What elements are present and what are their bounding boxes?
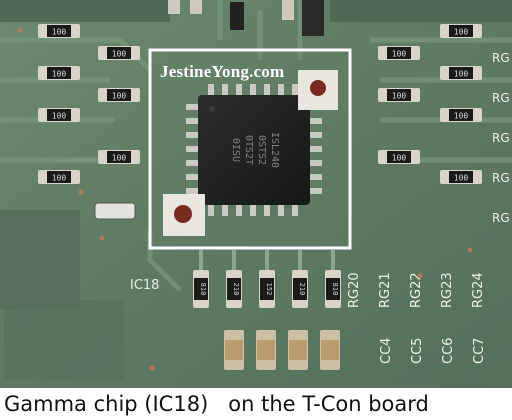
cc-label-1: CC4 [379,338,394,364]
chip-marking-line-2: 0STS2 [256,135,267,165]
cc-label-4: CC7 [472,338,487,364]
svg-text:100: 100 [454,112,469,121]
small-chip-left [94,202,136,220]
resistor-left-1: 100 [38,24,80,38]
resistor-bottom-5: 810 [325,250,341,308]
svg-text:210: 210 [232,283,240,296]
resistor-bottom-1: 810 [193,250,209,308]
cc-silkscreen-labels: CC4 CC5 CC6 CC7 [379,338,487,364]
edge-label-1: RG [492,51,510,65]
svg-text:810: 810 [199,283,207,296]
svg-text:100: 100 [454,28,469,37]
resistor-left-7: 100 [38,170,80,184]
capacitor-bottom-2 [256,330,276,370]
resistor-right-4: 100 [378,88,420,102]
chip-pin1-dot [209,106,215,112]
svg-text:100: 100 [112,92,127,101]
right-edge-labels: RG RG RG RG RG [492,51,510,225]
rg-label-5: RG24 [471,272,486,308]
bottom-resistor-row: 810 210 152 210 810 [193,250,341,308]
chip-marking-line-1: ISL240 [269,132,280,168]
resistor-right-5: 100 [440,108,482,122]
resistor-right-3: 100 [440,66,482,80]
chip-marking-line-4: 0ISU [230,138,241,162]
rg-label-3: RG22 [409,272,424,308]
cc-label-2: CC5 [410,338,425,364]
capacitor-bottom-1 [224,330,244,370]
mounting-hole-top-right [298,70,338,110]
svg-text:210: 210 [298,283,306,296]
resistor-left-6: 100 [98,150,140,164]
dark-board-strip [4,300,124,380]
resistor-bottom-2: 210 [226,250,242,308]
gamma-chip-body [198,95,310,205]
mounting-hole-bottom-left [163,194,205,236]
bottom-capacitor-row [224,330,340,370]
resistor-left-3: 100 [38,66,80,80]
left-resistor-column: 100 100 100 100 100 100 100 [38,24,140,184]
right-resistor-column: 100 100 100 100 100 100 100 [378,24,482,184]
top-left-strip [0,0,170,22]
resistor-right-6: 100 [378,150,420,164]
edge-label-5: RG [492,211,510,225]
svg-text:100: 100 [392,154,407,163]
chip-marking: ISL240 0STS2 0TS2T 0ISU [230,132,280,168]
edge-label-3: RG [492,131,510,145]
svg-text:100: 100 [454,70,469,79]
capacitor-bottom-3 [288,330,308,370]
resistor-bottom-4: 210 [292,250,308,308]
edge-label-4: RG [492,171,510,185]
rg-silkscreen-labels: RG20 RG21 RG22 RG23 RG24 [347,272,486,308]
watermark-logo: JestineYong.com [160,62,285,81]
svg-text:100: 100 [52,174,67,183]
resistor-right-2: 100 [378,46,420,60]
resistor-right-1: 100 [440,24,482,38]
resistor-left-5: 100 [38,108,80,122]
edge-label-2: RG [492,91,510,105]
capacitor-bottom-4 [320,330,340,370]
svg-text:100: 100 [52,28,67,37]
ic18-silkscreen-label: IC18 [130,278,159,293]
cc-label-3: CC6 [441,338,456,364]
rg-label-4: RG23 [440,272,455,308]
svg-text:100: 100 [52,70,67,79]
svg-text:810: 810 [331,283,339,296]
svg-text:100: 100 [392,92,407,101]
chip-marking-line-3: 0TS2T [243,135,254,165]
resistor-right-7: 100 [440,170,482,184]
resistor-left-4: 100 [98,88,140,102]
vias [17,27,473,371]
rg-label-2: RG21 [378,272,393,308]
svg-text:100: 100 [392,50,407,59]
dark-board-area [0,210,80,310]
image-caption: Gamma chip (IC18) on the T-Con board [4,392,429,416]
svg-text:152: 152 [265,283,273,296]
svg-text:100: 100 [112,154,127,163]
resistor-bottom-3: 152 [259,250,275,308]
chip-pins [186,84,322,216]
top-components [168,0,324,36]
svg-text:100: 100 [454,174,469,183]
svg-text:100: 100 [112,50,127,59]
top-right-strip [330,0,512,22]
svg-text:100: 100 [52,112,67,121]
resistor-left-2: 100 [98,46,140,60]
rg-label-1: RG20 [347,272,362,308]
